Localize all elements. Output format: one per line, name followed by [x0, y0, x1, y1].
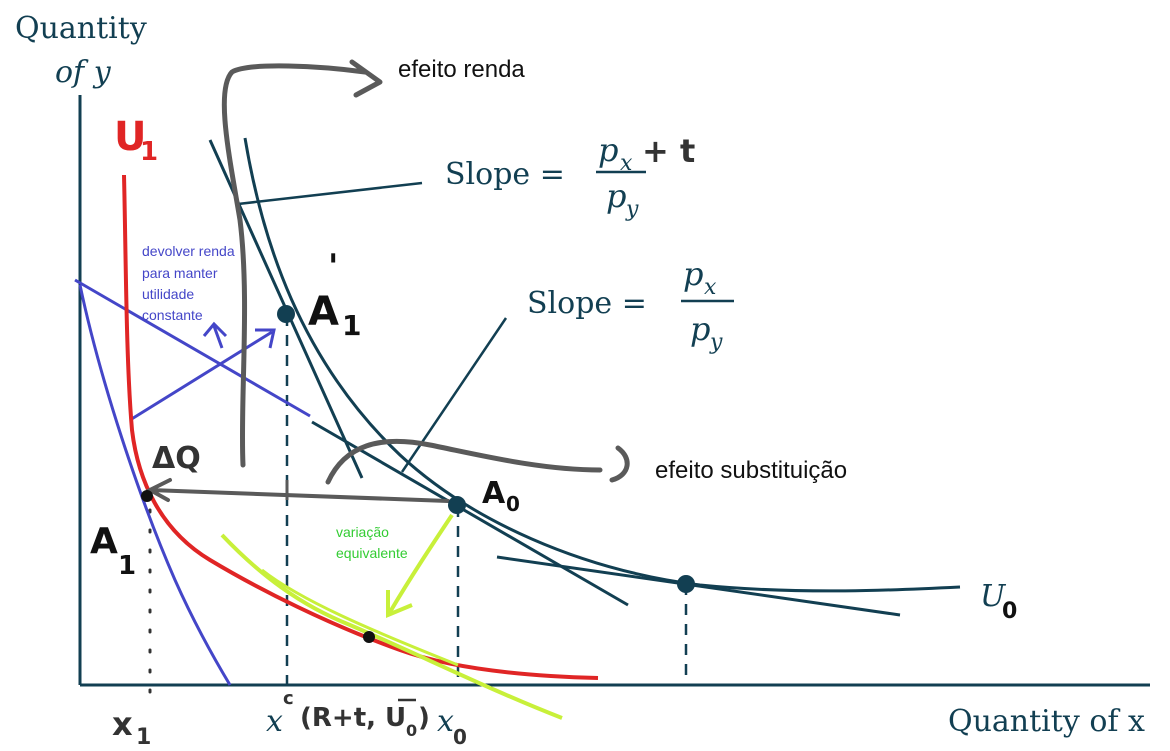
- point-a0: [448, 496, 466, 514]
- slope1-denominator-p: p: [606, 177, 626, 215]
- x1-tick-sub: 1: [136, 725, 151, 750]
- xc-close: ): [418, 703, 430, 733]
- slope1-denominator-sub: y: [625, 197, 639, 222]
- x1-tick-label: x: [112, 705, 133, 743]
- devolver-renda-line: para manter: [142, 265, 218, 281]
- a1-label-sub: 1: [118, 551, 136, 581]
- variacao-equivalente-note: variação equivalente: [336, 524, 408, 561]
- a1-prime-mark: ': [328, 247, 338, 287]
- devolver-renda-note: devolver renda para manter utilidade con…: [142, 243, 235, 323]
- a1-prime-label: A: [308, 289, 339, 335]
- x-axis-label: Quantity of x: [948, 704, 1145, 739]
- slope1-label: Slope =: [445, 157, 565, 192]
- lime-line-secondary: [261, 568, 459, 667]
- delta-q-label: ΔQ: [152, 441, 201, 476]
- devolver-renda-line: utilidade: [142, 286, 194, 302]
- blue-arrow: [129, 328, 276, 422]
- slope2-numerator-sub: x: [704, 275, 717, 300]
- a1-label: A: [90, 521, 118, 562]
- xc-args: (R+t, U: [300, 703, 406, 733]
- variacao-line: equivalente: [336, 545, 408, 561]
- slope2-pointer: [400, 317, 508, 473]
- blue-steep-line: [78, 284, 232, 686]
- slope1-pointer: [237, 181, 423, 206]
- x0-tick-sub: 0: [453, 725, 467, 749]
- point-a1-prime: [277, 305, 295, 323]
- devolver-renda-line: devolver renda: [142, 243, 235, 259]
- blue-budget-line: [74, 278, 311, 418]
- efeito-substituicao-arrow: [325, 438, 630, 485]
- a1-prime-sub: 1: [342, 309, 361, 342]
- x0-tick-label: x: [437, 704, 454, 739]
- slope1-numerator-sub: x: [620, 151, 633, 176]
- slope1-numerator-p: p: [598, 131, 618, 169]
- y-axis-label-line1: Quantity: [15, 11, 147, 46]
- u1-label: U: [114, 114, 146, 160]
- y-axis-label-line2: of y: [55, 55, 112, 90]
- u0-label-sub: 0: [1002, 599, 1017, 624]
- variacao-line: variação: [336, 524, 389, 540]
- point-u0-right: [677, 575, 695, 593]
- slope2-label: Slope =: [527, 286, 647, 321]
- point-a1: [141, 490, 153, 502]
- blue-small-arrow: [202, 321, 228, 349]
- u0-curve: [243, 137, 961, 593]
- delta-q-arrow: [145, 478, 450, 503]
- a0-label-sub: 0: [506, 492, 520, 516]
- u0-label: U: [980, 579, 1007, 614]
- a0-label: A: [482, 476, 506, 511]
- slope2-numerator-p: p: [683, 255, 703, 293]
- slope2-denominator-sub: y: [709, 330, 723, 355]
- xc-tick-label: x: [266, 704, 283, 739]
- xc-args-bar-sub: 0: [406, 721, 417, 740]
- efeito-renda-label: efeito renda: [398, 56, 525, 83]
- slope1-plus-t: + t: [642, 132, 695, 170]
- xc-tick-sup: c: [283, 688, 294, 709]
- slope2-denominator-p: p: [690, 310, 710, 348]
- u1-label-sub: 1: [140, 137, 158, 167]
- efeito-renda-arrow: [221, 59, 383, 468]
- tangent-line-u0-right: [496, 555, 901, 617]
- efeito-substituicao-label: efeito substituição: [655, 457, 847, 484]
- budget-line-a0: [311, 420, 629, 607]
- devolver-renda-line: constante: [142, 307, 203, 323]
- lime-line: [220, 533, 563, 720]
- point-equivalent: [363, 631, 375, 643]
- lime-arrow: [386, 513, 454, 618]
